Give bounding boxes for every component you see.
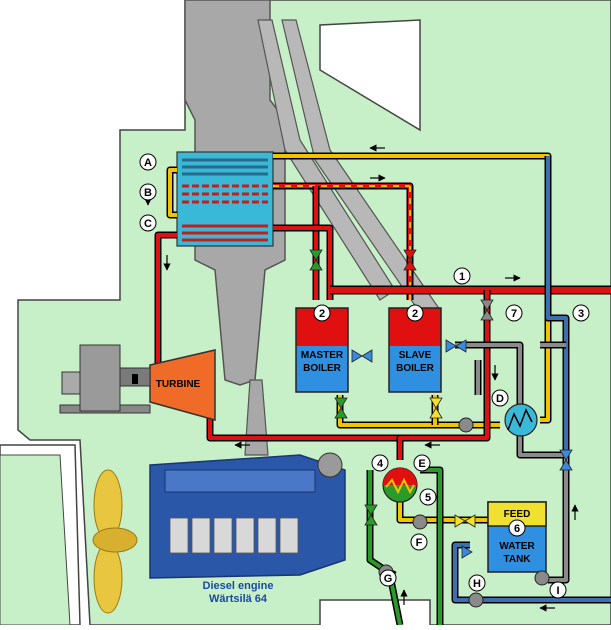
heat-recovery-unit (176, 151, 274, 247)
marker-2-slave: 2 (406, 304, 424, 322)
svg-text:1: 1 (459, 271, 465, 283)
flow-arrows (144, 144, 579, 612)
svg-text:5: 5 (425, 492, 431, 504)
svg-text:7: 7 (511, 308, 517, 320)
valve-icon (309, 249, 573, 559)
marker-7: 7 (505, 304, 523, 322)
turbine: TURBINE (149, 349, 216, 421)
marker-b: B (139, 183, 157, 201)
svg-text:D: D (496, 393, 504, 405)
slave-boiler-label-1: SLAVE (399, 350, 432, 361)
engine-label-1: Diesel engine (203, 580, 274, 592)
marker-f: F (410, 533, 428, 551)
propeller-icon (92, 469, 138, 614)
master-boiler-label-2: BOILER (303, 363, 342, 374)
diesel-engine: Diesel engine Wärtsilä 64 (149, 452, 346, 605)
master-boiler: MASTER BOILER (295, 307, 349, 393)
marker-a: A (139, 153, 157, 171)
callout-markers: A C B 1 7 3 2 2 D 4 E 5 6 F G H I (139, 153, 590, 599)
marker-1: 1 (453, 267, 471, 285)
feed-tank-label-2: WATER (499, 541, 535, 552)
svg-text:B: B (144, 187, 152, 199)
marker-i: I (549, 581, 567, 599)
condensate-piping (455, 156, 570, 584)
svg-text:H: H (473, 578, 481, 590)
svg-text:C: C (144, 218, 152, 230)
svg-text:G: G (384, 573, 393, 585)
svg-text:F: F (416, 537, 423, 549)
slave-boiler: SLAVE BOILER (388, 307, 442, 393)
feed-tank-label-1: FEED (504, 509, 531, 520)
marker-3: 3 (572, 304, 590, 322)
ship-stern-inner (0, 454, 71, 626)
svg-text:6: 6 (514, 523, 520, 535)
generator-icon (59, 344, 151, 414)
marker-e: E (413, 454, 431, 472)
marker-h: H (468, 574, 486, 592)
marker-c: C (139, 214, 157, 232)
svg-text:4: 4 (377, 458, 384, 470)
heat-exchanger-e (382, 467, 418, 503)
marker-4: 4 (371, 454, 389, 472)
marker-6: 6 (508, 519, 526, 537)
svg-text:3: 3 (578, 308, 584, 320)
marker-g: G (379, 569, 397, 587)
svg-text:E: E (418, 458, 425, 470)
svg-text:I: I (556, 585, 559, 597)
marker-d: D (491, 389, 509, 407)
svg-text:2: 2 (412, 308, 418, 320)
slave-boiler-label-2: BOILER (396, 363, 435, 374)
feed-water-piping (451, 541, 611, 604)
master-boiler-label-1: MASTER (301, 350, 344, 361)
marker-5: 5 (419, 488, 437, 506)
turbine-label: TURBINE (156, 379, 201, 390)
feed-water-tank: FEED WATER TANK (487, 501, 547, 573)
engine-label-2: Wärtsilä 64 (209, 593, 268, 605)
ship-upper-right (319, 19, 421, 132)
svg-text:2: 2 (319, 308, 325, 320)
feed-tank-label-3: TANK (503, 554, 531, 565)
marker-2-master: 2 (313, 304, 331, 322)
svg-text:A: A (144, 157, 152, 169)
heat-exchanger-icon (504, 403, 538, 437)
